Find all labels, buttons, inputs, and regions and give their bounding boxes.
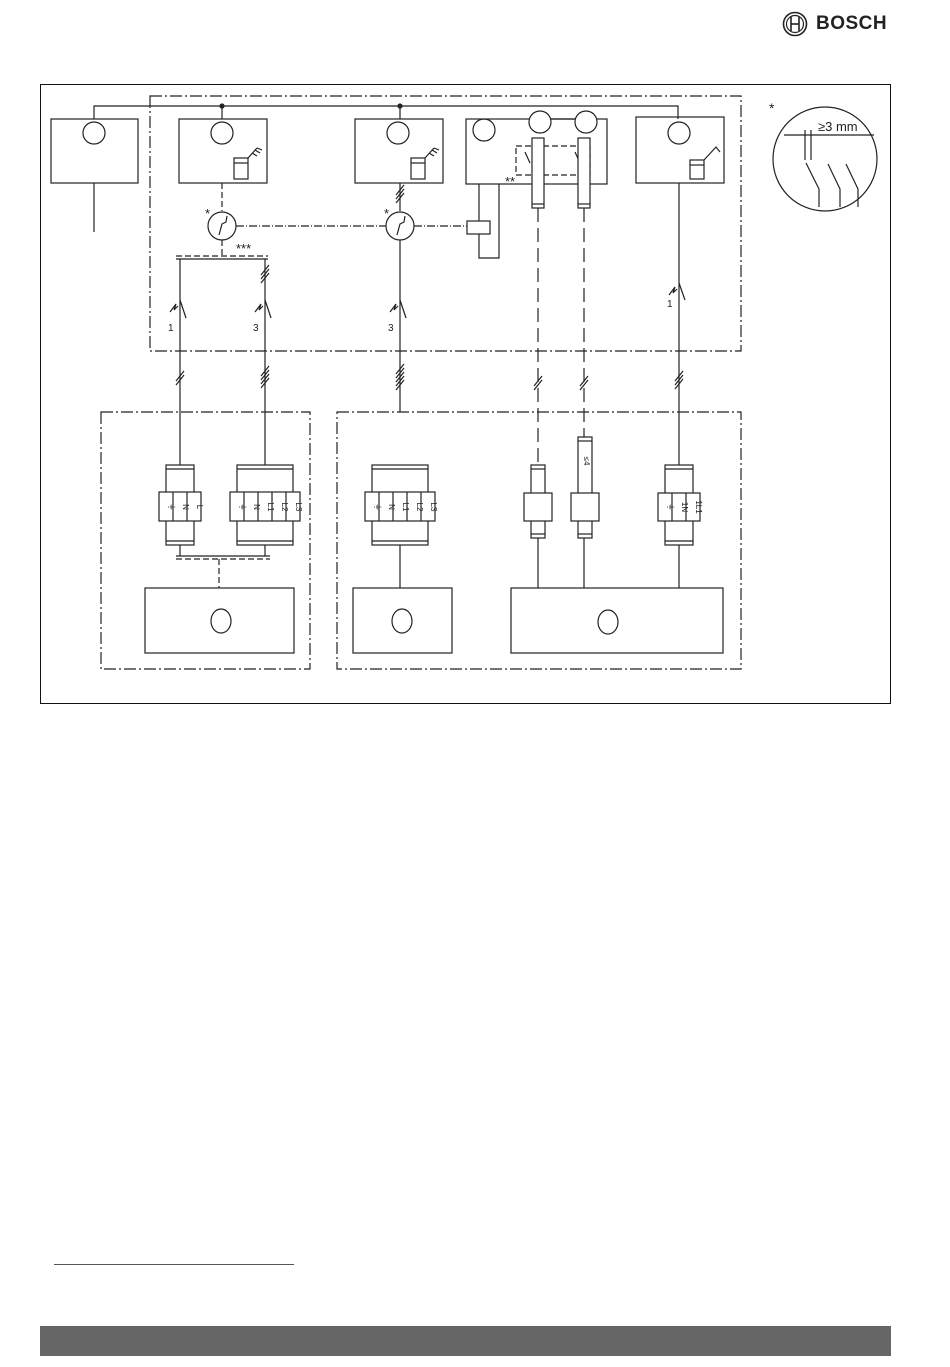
terminal-label: L2: [280, 503, 289, 512]
terminal-label: L2: [415, 503, 424, 512]
terminal-label: L1: [401, 503, 410, 512]
terminal-label: L1: [266, 503, 275, 512]
switch-2: [255, 300, 271, 318]
terminal-label: 1N: [680, 502, 689, 512]
sensor-icon: [234, 158, 248, 179]
connector-plug-2: [578, 138, 590, 208]
breaker-2-mark: *: [384, 206, 389, 221]
terminal-label: L3: [429, 503, 438, 512]
terminal-label: N: [387, 504, 396, 510]
switch-3-number: 3: [388, 323, 394, 334]
switch-1: [170, 300, 186, 318]
relay-mark: **: [505, 174, 515, 189]
component-marker-6: [575, 111, 597, 133]
terminal-label: ⏚: [167, 503, 176, 511]
wiring-schematic: * * *** ** * ≥3 mm 1 3 3 1 ⏚ N L ⏚ N L1 …: [0, 0, 950, 720]
switch-4-number: 1: [667, 299, 673, 310]
footnote-separator: [54, 1264, 294, 1265]
device-box-3: [511, 588, 723, 653]
busbar-mark: ***: [236, 241, 251, 256]
component-marker-7: [668, 122, 690, 144]
device-marker-3: [598, 610, 618, 634]
connector-plug-1: [532, 138, 544, 208]
switch-4: [669, 283, 685, 300]
signal-connector-2: [571, 493, 599, 521]
terminal-block-1: [159, 492, 201, 521]
component-box-5: [636, 117, 724, 183]
device-box-2: [353, 588, 452, 653]
bus-node: [220, 104, 224, 108]
component-box-3: [355, 119, 443, 183]
breaker-1-mark: *: [205, 206, 210, 221]
terminal-label: ⏚: [373, 503, 382, 511]
inset-dimension: ≥3 mm: [818, 119, 858, 134]
switch-2-number: 3: [253, 323, 259, 334]
relay-coil: [467, 221, 490, 234]
terminal-block-6: [658, 493, 700, 521]
footer-bar: [40, 1326, 891, 1356]
terminal-label: ⏚: [238, 503, 247, 511]
connector-label: ≤4: [582, 457, 591, 466]
terminal-label: L: [195, 505, 204, 510]
terminal-label: 1L1: [694, 500, 703, 514]
terminal-label: ⏚: [666, 503, 675, 511]
inset-mark: *: [769, 100, 775, 116]
unit-enclosure: [150, 96, 741, 351]
terminal-label: L3: [294, 503, 303, 512]
switch-3: [390, 300, 406, 318]
device-marker-2: [392, 609, 412, 633]
component-marker-3: [387, 122, 409, 144]
terminal-label: N: [252, 504, 261, 510]
wire-count-ticks: [176, 185, 683, 390]
bus-node: [398, 104, 402, 108]
switch-1-number: 1: [168, 323, 174, 334]
device-box-1: [145, 588, 294, 653]
signal-connector-1: [524, 493, 552, 521]
sensor-icon: [411, 158, 425, 179]
sensor-icon: [690, 160, 704, 179]
device-marker-1: [211, 609, 231, 633]
component-marker-4: [473, 119, 495, 141]
component-marker-5: [529, 111, 551, 133]
component-marker-1: [83, 122, 105, 144]
component-box-1: [51, 119, 138, 183]
terminal-label: N: [181, 504, 190, 510]
component-marker-2: [211, 122, 233, 144]
